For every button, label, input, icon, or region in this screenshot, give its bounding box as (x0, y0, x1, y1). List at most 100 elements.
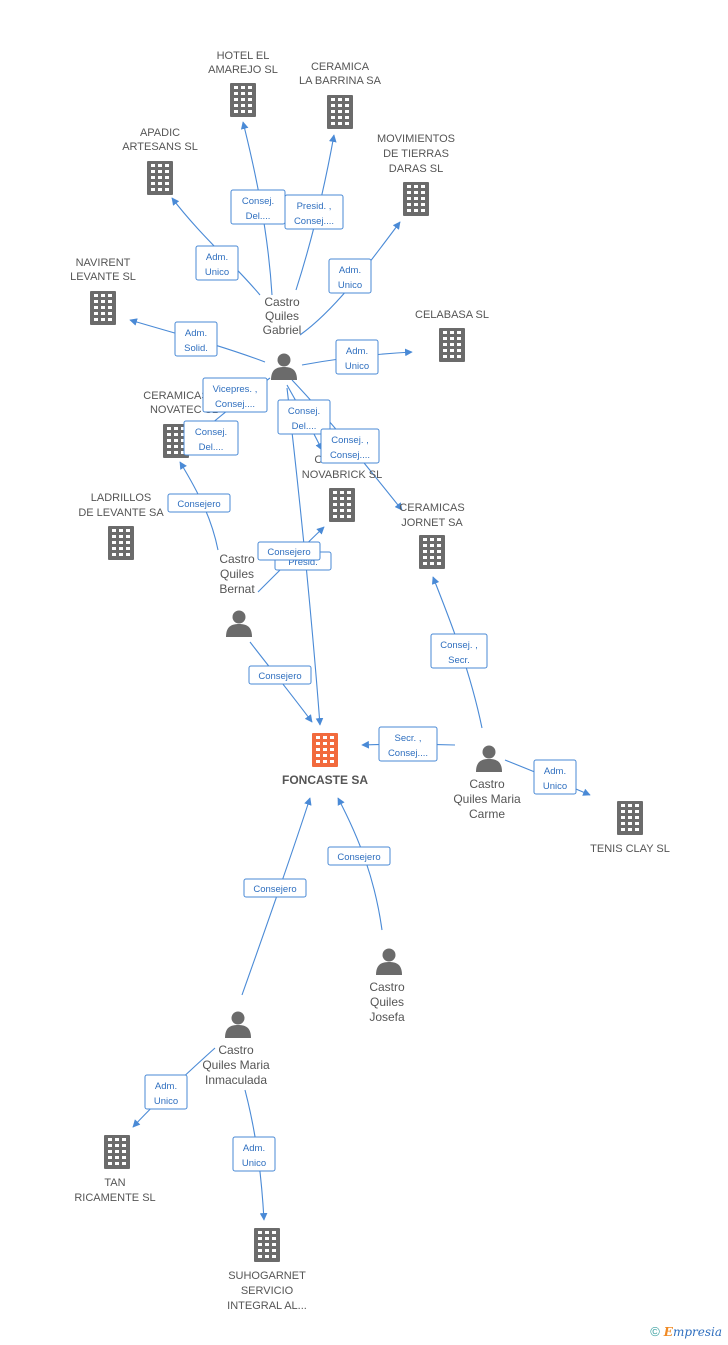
building-icon (90, 291, 116, 325)
building-window (126, 547, 130, 550)
building-window (108, 1138, 112, 1141)
building-window (108, 294, 112, 297)
relation-label[interactable]: Adm.Unico (335, 339, 379, 375)
relation-label[interactable]: Consej. ,Secr. (430, 633, 488, 669)
relation-label[interactable]: Adm.Unico (195, 245, 239, 281)
building-window (333, 515, 337, 518)
building-window (241, 86, 245, 89)
building-window (430, 544, 434, 547)
building-window (112, 529, 116, 532)
building-window (628, 822, 632, 825)
building-window (174, 433, 178, 436)
building-icon (327, 95, 353, 129)
relation-label[interactable]: Adm.Solid. (174, 321, 218, 357)
building-icon (108, 526, 134, 560)
building-window (331, 122, 335, 125)
building-window (330, 736, 334, 739)
relation-label[interactable]: Adm.Unico (232, 1136, 276, 1172)
building-window (457, 349, 461, 352)
building-window (241, 104, 245, 107)
building-window (635, 828, 639, 831)
relation-label[interactable]: Adm.Unico (328, 258, 372, 294)
relation-label[interactable]: Consej.Del.... (183, 420, 239, 456)
company-novabrick[interactable]: CENOVABRICK SL (302, 454, 383, 522)
building-window (115, 1150, 119, 1153)
building-window (414, 197, 418, 200)
building-window (167, 451, 171, 454)
building-icon (312, 733, 338, 767)
relation-label[interactable]: Adm.Unico (533, 759, 577, 795)
relation-label[interactable]: Secr. ,Consej.... (378, 726, 438, 762)
company-foncaste-focus[interactable]: FONCASTE SA (282, 733, 368, 787)
company-label: TENIS CLAY SL (590, 843, 670, 855)
building-window (234, 98, 238, 101)
relation-label[interactable]: Adm.Unico (144, 1074, 188, 1110)
building-window (443, 337, 447, 340)
building-window (443, 349, 447, 352)
building-window (101, 306, 105, 309)
building-window (635, 804, 639, 807)
building-window (437, 538, 441, 541)
relation-label[interactable]: Vicepres. ,Consej.... (202, 377, 268, 413)
building-window (430, 556, 434, 559)
company-tenis[interactable]: TENIS CLAY SL (590, 801, 670, 855)
building-window (340, 503, 344, 506)
relation-label[interactable]: Consejero (243, 878, 307, 898)
building-window (414, 185, 418, 188)
svg-text:Consejero: Consejero (258, 671, 301, 682)
building-window (450, 343, 454, 346)
building-window (165, 170, 169, 173)
building-window (340, 509, 344, 512)
building-window (443, 355, 447, 358)
building-window (174, 439, 178, 442)
relation-label[interactable]: Consejero (257, 541, 321, 561)
building-window (628, 828, 632, 831)
building-window (316, 742, 320, 745)
person-icon (376, 948, 402, 975)
relation-label[interactable]: Presid. ,Consej.... (284, 194, 344, 230)
relation-label[interactable]: Consej.Del.... (277, 399, 331, 435)
building-window (407, 203, 411, 206)
building-window (345, 104, 349, 107)
relation-label[interactable]: Consejero (327, 846, 391, 866)
building-window (443, 343, 447, 346)
relation-label[interactable]: Consejero (167, 493, 231, 513)
building-window (340, 491, 344, 494)
company-celabasa[interactable]: CELABASA SL (415, 309, 489, 362)
relation-label[interactable]: Consejero (248, 665, 312, 685)
building-window (119, 553, 123, 556)
svg-text:Adm.Solid.: Adm.Solid. (184, 328, 208, 354)
building-window (316, 754, 320, 757)
building-window (430, 550, 434, 553)
building-window (126, 529, 130, 532)
brand-logo: Empresia (663, 1325, 722, 1339)
person-icon (271, 353, 297, 380)
building-window (108, 1156, 112, 1159)
building-window (457, 331, 461, 334)
building-window (430, 538, 434, 541)
building-window (635, 822, 639, 825)
building-window (248, 104, 252, 107)
relation-label[interactable]: Consej.Del.... (230, 189, 286, 225)
building-window (323, 742, 327, 745)
relation-label[interactable]: Consej. ,Consej.... (320, 428, 380, 464)
building-window (265, 1243, 269, 1246)
building-window (248, 110, 252, 113)
